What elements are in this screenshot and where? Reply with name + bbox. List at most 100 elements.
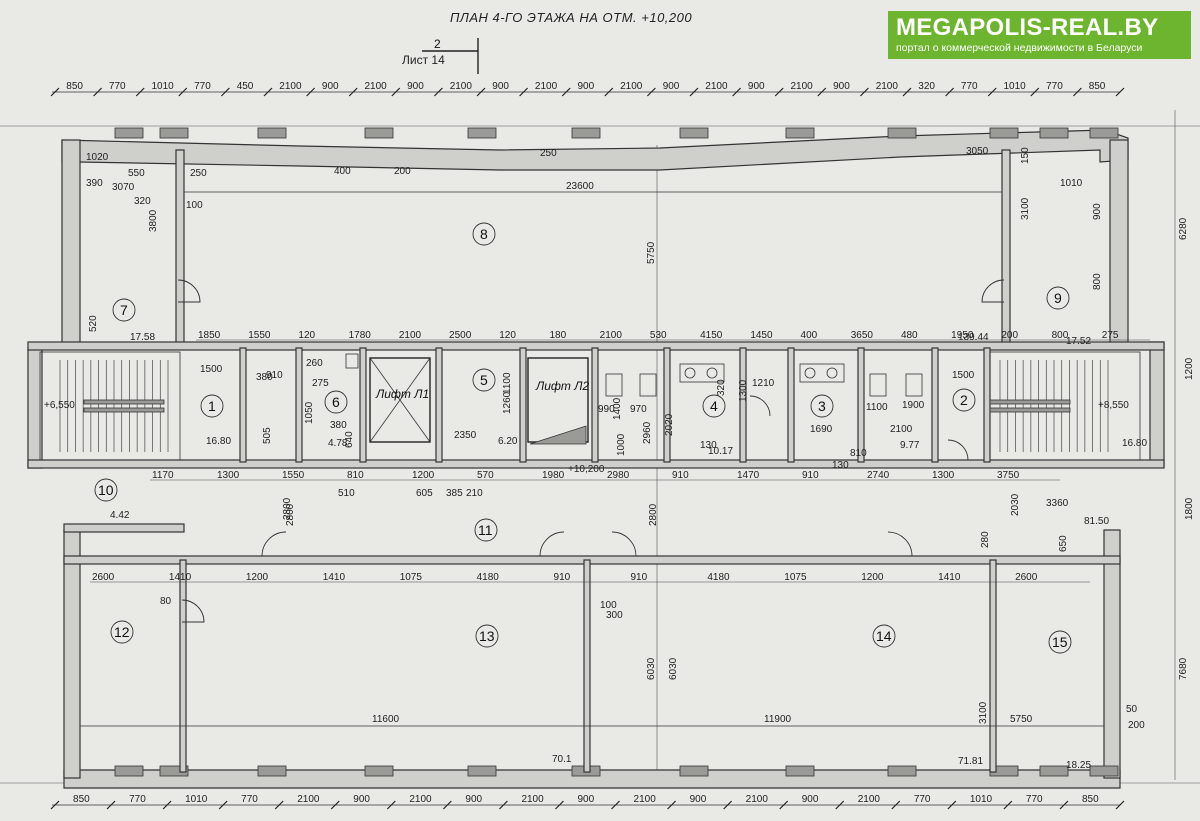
- misc-dim-label: 300: [606, 610, 623, 621]
- room-14-circle: [872, 624, 896, 648]
- lower-dim-label: 2740: [867, 470, 890, 481]
- room-13-number: 13: [479, 628, 495, 644]
- bottom-dim-label: 770: [129, 794, 146, 805]
- misc-dim-label: 900: [1092, 203, 1103, 220]
- lower-dim-label: 570: [477, 470, 494, 481]
- window-pier: [785, 765, 815, 777]
- top-dim-label: 900: [663, 81, 680, 92]
- misc-dim-label: 81.50: [1084, 516, 1109, 527]
- room-5-area: 6.20: [498, 436, 518, 447]
- office-dim-label: 910: [630, 572, 647, 583]
- window-pier: [257, 127, 287, 139]
- lift-l1: Лифт Л1: [369, 357, 431, 443]
- office-dim-label: 4180: [477, 572, 500, 583]
- corridor-dim-label: 2100: [399, 330, 422, 341]
- partitions: [27, 149, 1165, 773]
- bottom-dim-label: 900: [690, 794, 707, 805]
- window-pier: [887, 765, 917, 777]
- bottom-dim-label: 1010: [185, 794, 208, 805]
- misc-dim-label: 280: [980, 531, 991, 548]
- top-dim-label: 2100: [279, 81, 302, 92]
- top-dim-tick: [50, 87, 60, 97]
- misc-dim-label: 5750: [1010, 714, 1033, 725]
- top-dim-tick: [93, 87, 103, 97]
- room-2-area: 16.80: [1122, 438, 1147, 449]
- window-pier: [571, 127, 601, 139]
- corridor-dim-label: 180: [549, 330, 566, 341]
- lower-dim-label: 1470: [737, 470, 760, 481]
- office-dim-label: 1075: [784, 572, 807, 583]
- bottom-dim-label: 900: [353, 794, 370, 805]
- top-dim-label: 1010: [152, 81, 175, 92]
- misc-dim-label: 50: [1126, 704, 1138, 715]
- bottom-dim-label: 2100: [521, 794, 544, 805]
- misc-dim-label: 3050: [966, 146, 989, 157]
- svg-text:2800: 2800: [648, 503, 659, 526]
- top-windows: [114, 127, 1119, 139]
- bottom-dim-label: 770: [914, 794, 931, 805]
- top-dim-tick: [135, 87, 145, 97]
- misc-dim-label: 800: [1092, 273, 1103, 290]
- top-dim-label: 320: [918, 81, 935, 92]
- corridor-dim-label: 1450: [750, 330, 773, 341]
- room-7-number: 7: [120, 302, 128, 318]
- top-dim-tick: [519, 87, 529, 97]
- misc-dim-label: 100: [186, 200, 203, 211]
- room-9-circle: [1046, 286, 1070, 310]
- svg-text:11900: 11900: [764, 714, 792, 725]
- window-pier: [364, 765, 394, 777]
- misc-dim-label: 260: [306, 358, 323, 369]
- bottom-windows: [114, 765, 1119, 777]
- bottom-dim-label: 1010: [970, 794, 993, 805]
- window-pier: [887, 127, 917, 139]
- bottom-dim-label: 850: [73, 794, 90, 805]
- svg-text:6030: 6030: [646, 657, 657, 680]
- room-12-circle: [110, 620, 134, 644]
- top-dim-label: 900: [407, 81, 424, 92]
- bottom-dim-tick: [330, 800, 340, 810]
- misc-dim-label: 1000: [616, 433, 627, 456]
- misc-dim-label: 1690: [810, 424, 833, 435]
- top-dim-label: 2100: [365, 81, 388, 92]
- top-dim-tick: [817, 87, 827, 97]
- misc-dim-label: 910: [266, 370, 283, 381]
- misc-dim-label: 250: [190, 168, 207, 179]
- svg-text:7680: 7680: [1178, 657, 1189, 680]
- top-dim-label: 900: [578, 81, 595, 92]
- top-dim-label: 2100: [876, 81, 899, 92]
- window-pier: [1039, 127, 1069, 139]
- svg-text:2: 2: [434, 37, 441, 51]
- misc-dim-label: 605: [416, 488, 433, 499]
- stair-left: [39, 351, 181, 461]
- corridor-dim-label: 1550: [248, 330, 271, 341]
- room-10-circle: [94, 478, 118, 502]
- outer-walls: [27, 129, 1165, 789]
- bottom-dim-tick: [555, 800, 564, 810]
- bottom-dim-label: 2100: [634, 794, 657, 805]
- misc-dim-label: 1260: [502, 391, 513, 414]
- misc-dim-label: 390: [86, 178, 103, 189]
- room-labels: 116.80216.8039.77410.1756.2064.78717.588…: [94, 222, 1147, 771]
- section-mark: 2 Лист 14: [402, 37, 479, 74]
- room-3-circle: [810, 394, 834, 418]
- bottom-dim-tick: [667, 800, 677, 810]
- top-dim-label: 770: [109, 81, 126, 92]
- misc-dim-label: 1500: [200, 364, 223, 375]
- corridor-dim-label: 120: [298, 330, 315, 341]
- misc-dim-label: 1200: [1184, 357, 1195, 380]
- top-dim-tick: [859, 87, 869, 97]
- bottom-dim-tick: [835, 800, 845, 810]
- bottom-dim-tick: [611, 800, 620, 810]
- top-dim-label: 2100: [705, 81, 728, 92]
- bottom-dim-tick: [274, 800, 284, 810]
- misc-dim-label: 2350: [454, 430, 477, 441]
- window-pier: [785, 127, 815, 139]
- office-dim-label: 4180: [707, 572, 730, 583]
- room-4-circle: [702, 394, 726, 418]
- top-dim-tick: [1030, 87, 1040, 97]
- bottom-dim-tick: [498, 800, 508, 810]
- brand-banner[interactable]: MEGAPOLIS-REAL.BY портал о коммерческой …: [888, 11, 1191, 59]
- misc-dim-label: 320: [716, 379, 727, 396]
- corridor-dim-label: 1780: [349, 330, 372, 341]
